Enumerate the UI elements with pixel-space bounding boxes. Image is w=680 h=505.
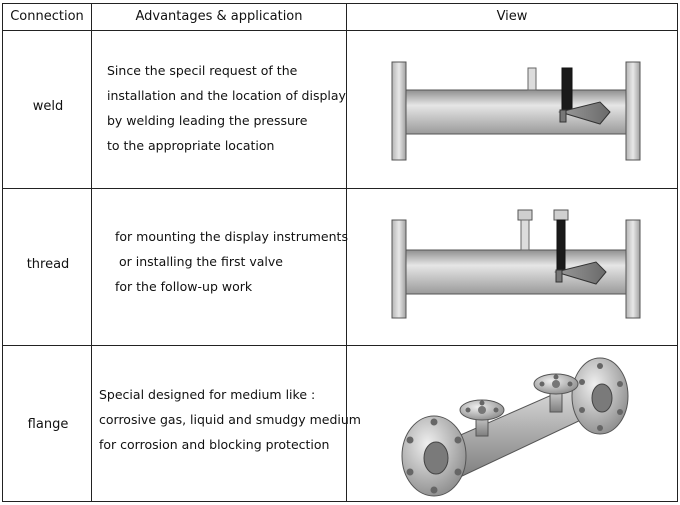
row-advantages-thread: for mounting the display instruments or … — [115, 224, 348, 299]
text-line: for mounting the display instruments — [115, 229, 348, 244]
header-connection: Connection — [10, 9, 84, 24]
column-divider — [346, 4, 347, 501]
row-advantages-weld: Since the specil request of the installa… — [107, 58, 346, 158]
weld-flowmeter-drawing-icon — [348, 44, 679, 174]
text-line: corrosive gas, liquid and smudgy medium — [99, 412, 361, 427]
text-line: Since the specil request of the — [107, 63, 298, 78]
column-divider — [91, 4, 92, 501]
flange-flowmeter-3d-drawing-icon — [348, 352, 679, 500]
text-line: for the follow-up work — [115, 279, 253, 294]
header-view: View — [496, 9, 528, 24]
row-divider — [3, 345, 677, 346]
row-connection-thread: thread — [26, 257, 70, 272]
header-advantages: Advantages & application — [135, 9, 303, 24]
thread-flowmeter-drawing-icon — [348, 202, 679, 332]
text-line: by welding leading the pressure — [107, 113, 308, 128]
text-line: Special designed for medium like : — [99, 387, 316, 402]
row-divider — [3, 30, 677, 31]
text-line: for corrosion and blocking protection — [99, 437, 330, 452]
text-line: to the appropriate location — [107, 138, 275, 153]
row-advantages-flange: Special designed for medium like : corro… — [99, 382, 361, 457]
text-line: or installing the first valve — [119, 254, 283, 269]
row-connection-weld: weld — [32, 99, 64, 114]
row-divider — [3, 188, 677, 189]
row-connection-flange: flange — [27, 417, 69, 432]
text-line: installation and the location of display — [107, 88, 346, 103]
connection-table: Connection Advantages & application View… — [2, 3, 678, 502]
